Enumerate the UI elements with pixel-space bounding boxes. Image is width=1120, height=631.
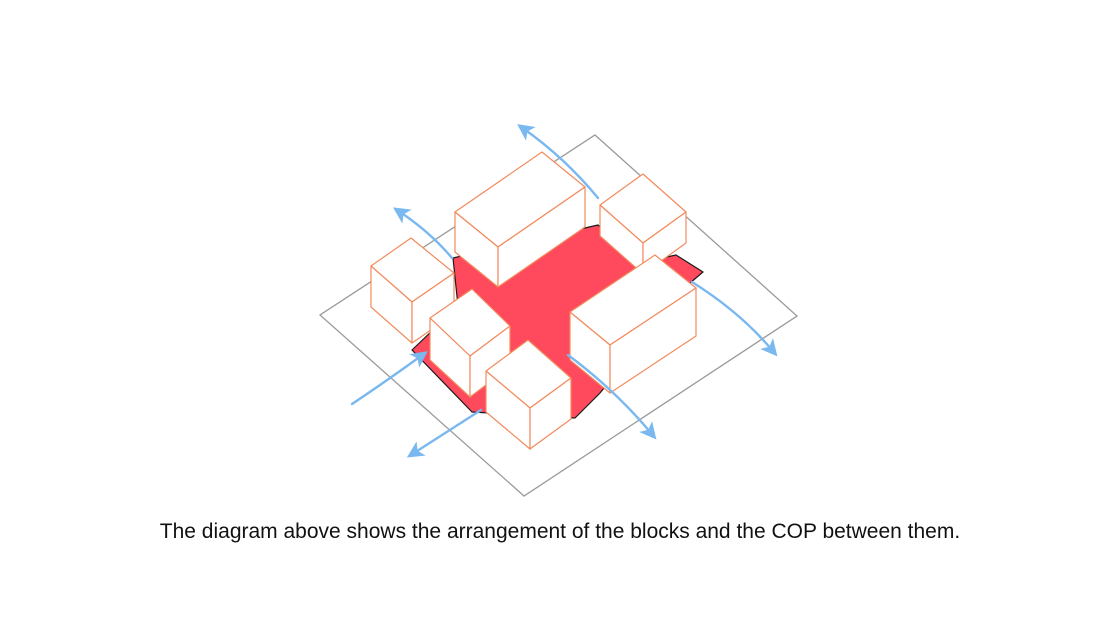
- arrow-north-icon: [517, 124, 600, 200]
- block-center-west: [429, 288, 511, 398]
- block-south: [485, 339, 572, 450]
- diagram-caption: The diagram above shows the arrangement …: [159, 520, 961, 543]
- arrow-southeast-icon: [566, 353, 657, 440]
- arrow-northwest-icon: [393, 207, 454, 260]
- block-west: [370, 237, 455, 344]
- block-north: [454, 151, 586, 288]
- arrow-east-icon: [690, 280, 778, 357]
- arrow-west-entry-icon: [350, 351, 428, 406]
- arrow-southwest-icon: [406, 408, 483, 458]
- block-east: [569, 254, 697, 394]
